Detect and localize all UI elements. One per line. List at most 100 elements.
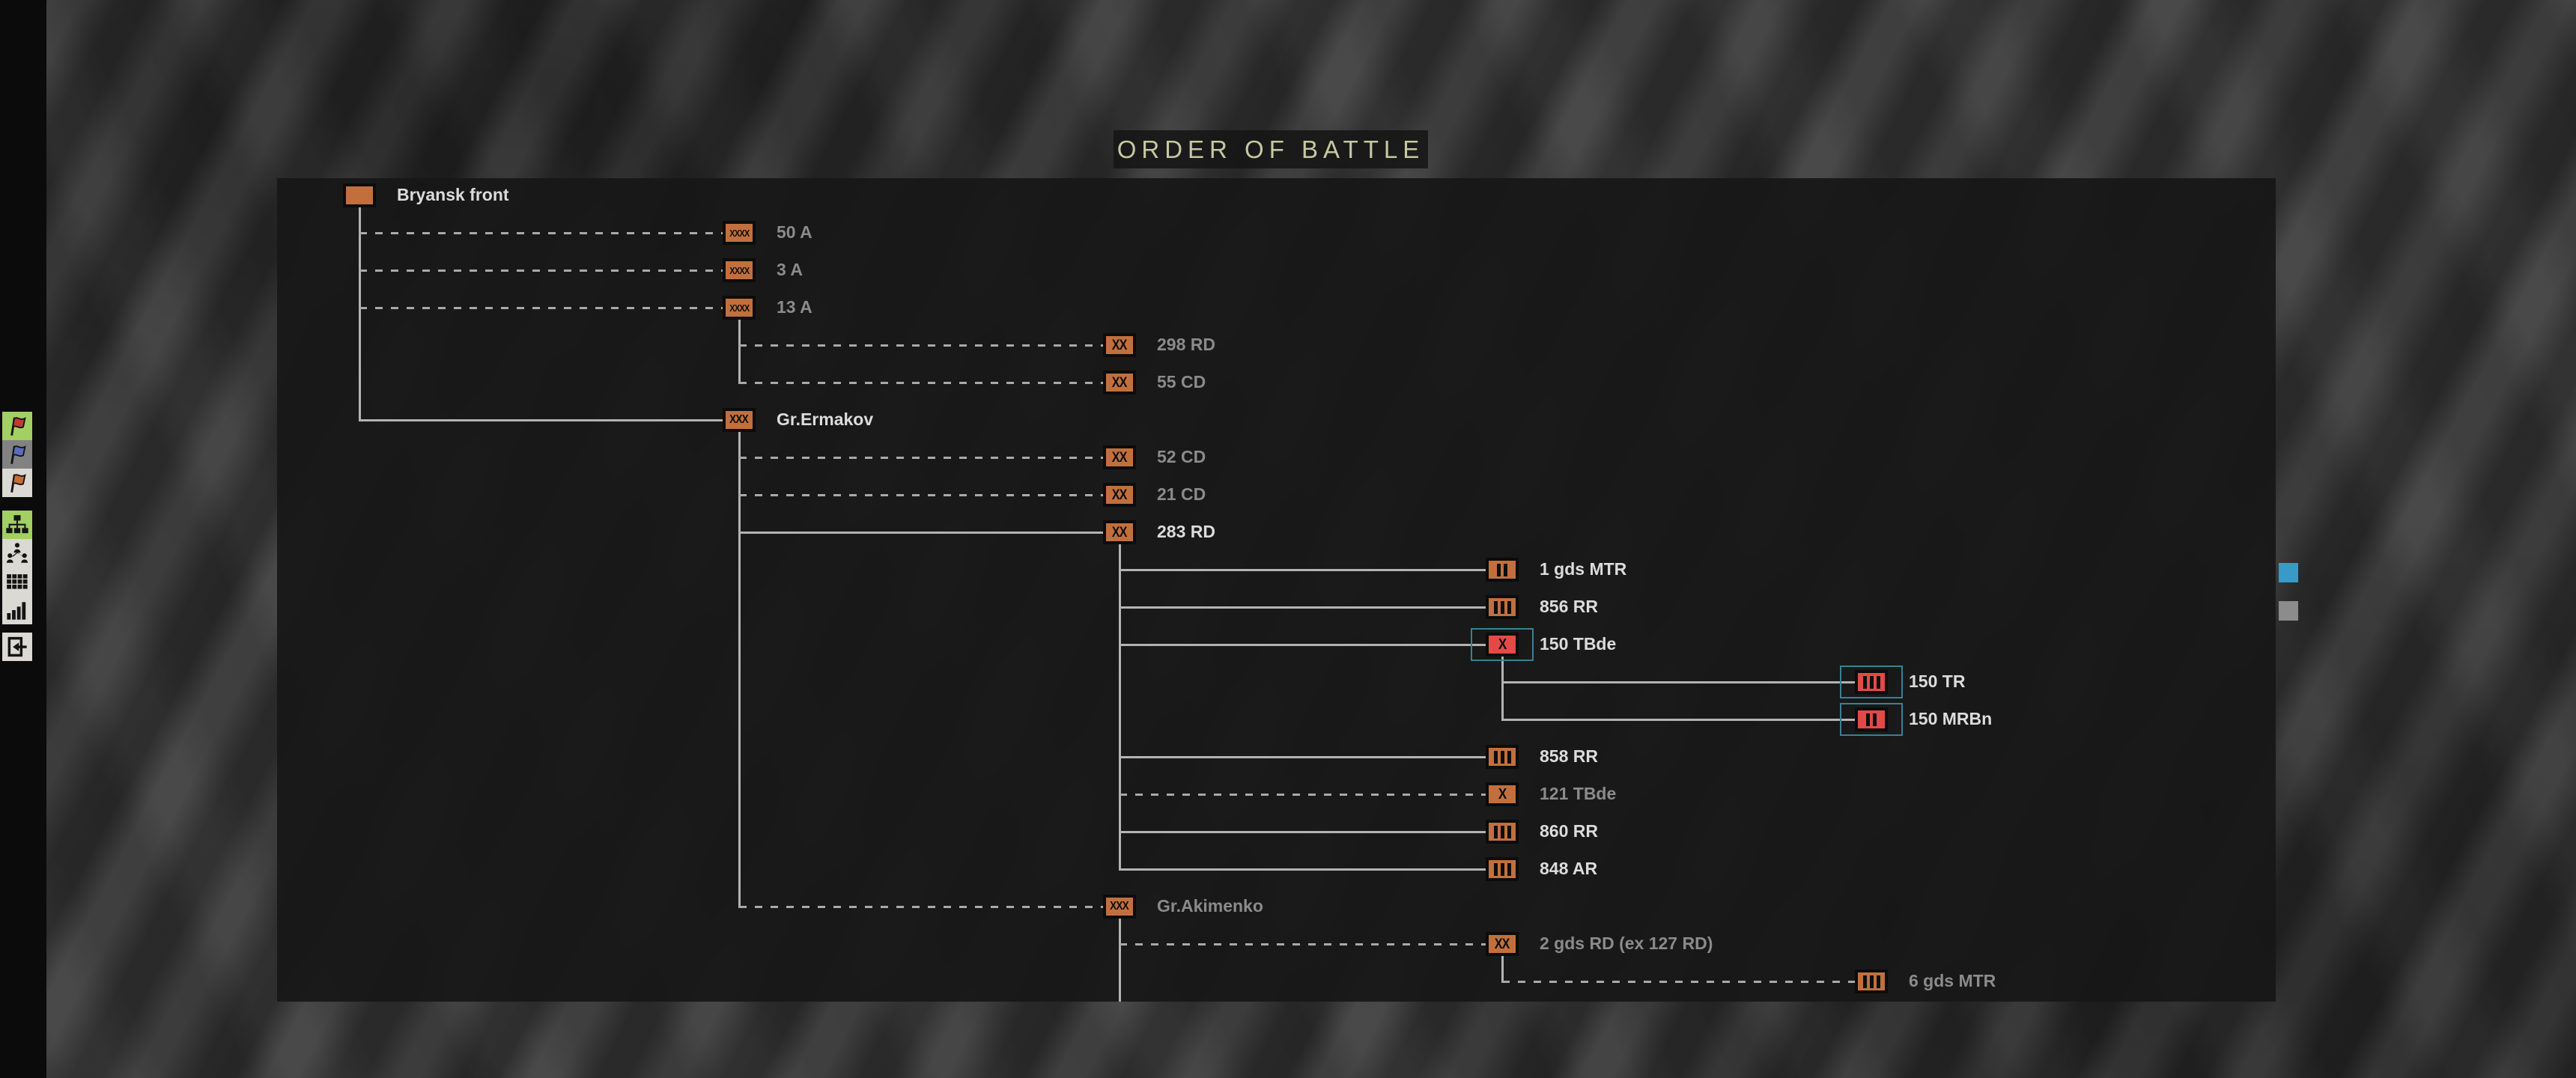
oob-panel: [277, 178, 2276, 1002]
selection-box: [1471, 628, 1534, 661]
unit-icon-21cd[interactable]: XX: [1103, 483, 1136, 507]
unit-icon-bryansk[interactable]: [343, 183, 376, 207]
unit-label-283rd: 283 RD: [1157, 521, 1215, 541]
echelon-mark: [1493, 825, 1511, 838]
unit-label-1gdsmtr: 1 gds MTR: [1540, 558, 1627, 579]
unit-label-150tbde: 150 TBde: [1540, 633, 1617, 654]
connector-horizontal: [1120, 868, 1486, 871]
connector-horizontal: [359, 306, 723, 309]
unit-icon-283rd[interactable]: XX: [1103, 520, 1136, 544]
connector-vertical: [1501, 657, 1504, 721]
unit-label-860rr: 860 RR: [1540, 820, 1598, 841]
connector-horizontal: [739, 344, 1103, 347]
unit-icon-akimenko[interactable]: XXX: [1103, 895, 1136, 919]
unit-icon-6gdsmtr[interactable]: [1855, 969, 1888, 993]
unit-label-55cd: 55 CD: [1157, 371, 1206, 392]
echelon-mark: [1493, 750, 1511, 764]
echelon-mark: [1862, 975, 1880, 988]
connector-vertical: [1118, 919, 1121, 1002]
unit-label-298rd: 298 RD: [1157, 334, 1215, 354]
unit-icon-55cd[interactable]: XX: [1103, 371, 1136, 395]
unit-icon-ermakov[interactable]: XXX: [723, 408, 756, 432]
unit-icon-298rd[interactable]: XX: [1103, 333, 1136, 357]
blue-side-marker[interactable]: [2279, 563, 2298, 582]
unit-icon-860rr[interactable]: [1486, 820, 1519, 844]
echelon-mark: XXXX: [729, 264, 750, 276]
connector-horizontal: [359, 418, 723, 421]
connector-vertical: [358, 207, 361, 421]
connector-horizontal: [739, 493, 1103, 496]
echelon-mark: XXXX: [729, 227, 750, 239]
echelon-mark: XX: [1112, 524, 1128, 540]
personnel-icon: [5, 541, 29, 565]
connector-horizontal: [1120, 643, 1486, 646]
unit-icon-150mrbn[interactable]: [1855, 707, 1888, 731]
connector-horizontal: [359, 269, 723, 272]
unit-icon-1gdsmtr[interactable]: [1486, 558, 1519, 582]
connector-horizontal: [739, 905, 1103, 908]
unit-icon-13a[interactable]: XXXX: [723, 296, 756, 320]
unit-icon-3a[interactable]: XXXX: [723, 258, 756, 282]
echelon-mark: XX: [1112, 374, 1128, 391]
blue-flag-button[interactable]: [2, 440, 32, 469]
connector-horizontal: [1502, 718, 1855, 721]
connector-horizontal: [739, 456, 1103, 459]
gray-side-marker[interactable]: [2279, 601, 2298, 621]
connector-horizontal: [1120, 755, 1486, 758]
bar-chart-button[interactable]: [2, 596, 32, 624]
exit-button[interactable]: [2, 633, 32, 661]
connector-vertical: [1118, 544, 1121, 871]
org-chart-button[interactable]: [2, 511, 32, 539]
personnel-button[interactable]: [2, 539, 32, 567]
echelon-mark: [1862, 675, 1880, 689]
echelon-mark: XX: [1112, 337, 1128, 353]
unit-icon-50a[interactable]: XXXX: [723, 221, 756, 245]
unit-icon-150tr[interactable]: [1855, 670, 1888, 694]
echelon-mark: XX: [1112, 449, 1128, 466]
unit-label-150tr: 150 TR: [1909, 671, 1966, 691]
unit-label-50a: 50 A: [777, 222, 812, 242]
red-flag-icon: [5, 414, 29, 438]
unit-label-150mrbn: 150 MRBn: [1909, 708, 1993, 728]
connector-horizontal: [1502, 980, 1855, 983]
oob-title-text: ORDER OF BATTLE: [1117, 135, 1425, 163]
unit-label-2gdsrd: 2 gds RD (ex 127 RD): [1540, 933, 1713, 953]
unit-label-3a: 3 A: [777, 259, 803, 279]
echelon-mark: [1497, 563, 1507, 576]
unit-icon-856rr[interactable]: [1486, 595, 1519, 619]
connector-vertical: [738, 320, 741, 384]
unit-icon-2gdsrd[interactable]: XX: [1486, 932, 1519, 956]
unit-label-52cd: 52 CD: [1157, 446, 1206, 466]
echelon-mark: XXXX: [729, 302, 750, 314]
connector-horizontal: [1120, 568, 1486, 571]
unit-icon-858rr[interactable]: [1486, 745, 1519, 769]
selection-box: [1840, 666, 1903, 698]
unit-label-bryansk: Bryansk front: [397, 184, 509, 204]
unit-label-ermakov: Gr.Ermakov: [777, 409, 874, 429]
connector-horizontal: [739, 531, 1103, 534]
table-button[interactable]: [2, 567, 32, 596]
connector-horizontal: [1120, 943, 1486, 945]
blue-flag-icon: [5, 442, 29, 466]
connector-horizontal: [1120, 830, 1486, 833]
orange-flag-button[interactable]: [2, 469, 32, 497]
unit-label-13a: 13 A: [777, 296, 812, 317]
echelon-mark: [1493, 862, 1511, 876]
unit-icon-121tbde[interactable]: X: [1486, 782, 1519, 806]
selection-box: [1840, 703, 1903, 736]
unit-label-21cd: 21 CD: [1157, 484, 1206, 504]
red-flag-button[interactable]: [2, 412, 32, 440]
echelon-mark: XX: [1495, 936, 1510, 952]
org-chart-icon: [5, 513, 29, 537]
unit-label-858rr: 858 RR: [1540, 746, 1598, 766]
unit-icon-52cd[interactable]: XX: [1103, 445, 1136, 469]
echelon-mark: X: [1498, 786, 1507, 803]
connector-horizontal: [1120, 793, 1486, 796]
unit-label-848ar: 848 AR: [1540, 858, 1598, 878]
unit-icon-150tbde[interactable]: X: [1486, 633, 1519, 657]
echelon-mark: [1493, 600, 1511, 614]
unit-icon-848ar[interactable]: [1486, 857, 1519, 881]
exit-icon: [5, 635, 29, 659]
echelon-mark: X: [1498, 636, 1507, 653]
